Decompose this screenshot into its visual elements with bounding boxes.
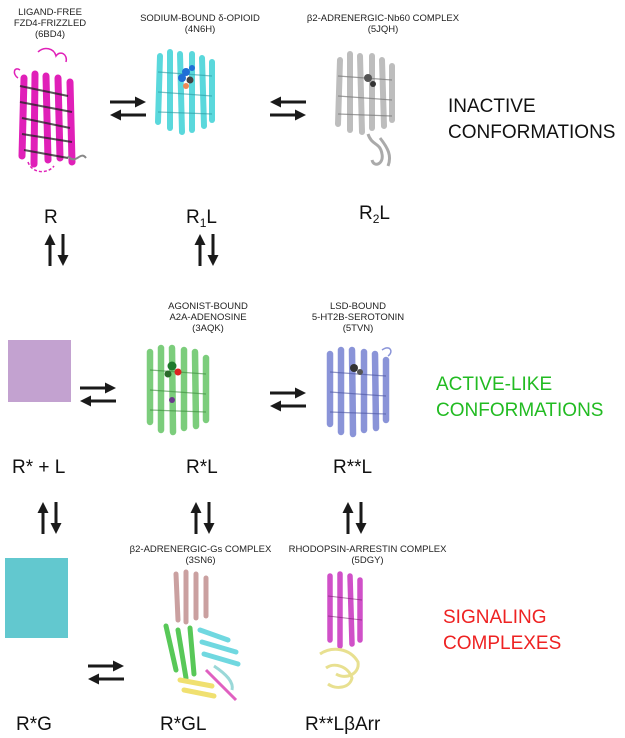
unbound-receptor-placeholder-purple <box>8 340 71 402</box>
nb60-structure-image <box>335 51 395 167</box>
opioid-caption-line1: SODIUM-BOUND δ-OPIOID <box>140 13 260 24</box>
gs-caption-line2: (3SN6) <box>185 555 216 566</box>
opioid-structure-image <box>155 49 215 135</box>
state-rstar-plus-l: R* + L <box>12 457 66 478</box>
receptor-g-placeholder-teal <box>5 558 68 638</box>
ht2b-caption-line3: (5TVN) <box>342 323 374 334</box>
state-r2l-end: L <box>379 203 390 224</box>
equilibrium-arrows-r-vertical <box>43 232 70 268</box>
nb60-caption-line2: (5JQH) <box>367 24 399 35</box>
state-r2l-sub: 2 <box>372 212 380 226</box>
fzd4-caption: LIGAND-FREE FZD4-FRIZZLED (6BD4) <box>2 7 98 40</box>
a2a-caption-line3: (3AQK) <box>192 323 224 334</box>
group-signaling-line1: SIGNALING <box>443 607 547 628</box>
equilibrium-arrows-rstarstar-l-vertical <box>341 500 368 536</box>
gs-structure-image <box>163 569 241 702</box>
group-active-line2: CONFORMATIONS <box>436 400 604 421</box>
group-active-label: ACTIVE-LIKE CONFORMATIONS <box>436 372 603 424</box>
ht2b-caption-line1: LSD-BOUND <box>330 301 386 312</box>
gs-caption-line1: β2-ADRENERGIC-Gs COMPLEX <box>129 544 272 555</box>
fzd4-caption-line3: (6BD4) <box>34 29 66 40</box>
equilibrium-arrows-g-gl <box>86 659 126 686</box>
opioid-caption: SODIUM-BOUND δ-OPIOID (4N6H) <box>130 13 270 35</box>
fzd4-structure-image <box>13 47 87 173</box>
equilibrium-arrows-r1l-vertical <box>193 232 220 268</box>
group-active-line1: ACTIVE-LIKE <box>436 374 553 395</box>
state-rstar-gl: R*GL <box>160 714 207 735</box>
state-r1l: R1L <box>186 207 217 230</box>
a2a-structure-image <box>146 344 210 436</box>
equilibrium-arrows-rstar-l-plus-vertical <box>36 500 63 536</box>
state-rstarstar-lbarr: R**LβArr <box>305 714 381 735</box>
arrestin-caption: RHODOPSIN-ARRESTIN COMPLEX (5DGY) <box>280 544 455 566</box>
nb60-caption-line1: β2-ADRENERGIC-Nb60 COMPLEX <box>306 13 460 24</box>
equilibrium-arrows-opioid-nb60 <box>268 95 308 122</box>
state-rstarstar-l: R**L <box>333 457 373 478</box>
ht2b-caption-line2: 5-HT2B-SEROTONIN <box>311 312 405 323</box>
group-signaling-label: SIGNALING COMPLEXES <box>443 605 561 657</box>
state-r2l: R2L <box>359 203 390 226</box>
state-r1l-main: R <box>186 207 200 228</box>
equilibrium-arrows-placeholder-a2a <box>78 381 118 408</box>
equilibrium-arrows-a2a-ht2b <box>268 386 308 413</box>
arrestin-caption-line1: RHODOPSIN-ARRESTIN COMPLEX <box>288 544 447 555</box>
fzd4-caption-line2: FZD4-FRIZZLED <box>13 18 87 29</box>
group-inactive-label: INACTIVE CONFORMATIONS <box>448 94 615 146</box>
group-inactive-line2: CONFORMATIONS <box>448 122 616 143</box>
fzd4-caption-line1: LIGAND-FREE <box>18 7 82 18</box>
a2a-caption-line1: AGONIST-BOUND <box>168 301 248 312</box>
group-inactive-line1: INACTIVE <box>448 96 536 117</box>
arrestin-caption-line2: (5DGY) <box>351 555 384 566</box>
opioid-caption-line2: (4N6H) <box>184 24 216 35</box>
equilibrium-arrows-fzd4-opioid <box>108 95 148 122</box>
gs-caption: β2-ADRENERGIC-Gs COMPLEX (3SN6) <box>118 544 283 566</box>
a2a-caption: AGONIST-BOUND A2A-ADENOSINE (3AQK) <box>148 301 268 334</box>
state-rstar-l: R*L <box>186 457 218 478</box>
ht2b-structure-image <box>326 346 392 438</box>
nb60-caption: β2-ADRENERGIC-Nb60 COMPLEX (5JQH) <box>298 13 468 35</box>
a2a-caption-line2: A2A-ADENOSINE <box>169 312 247 323</box>
state-r: R <box>44 207 58 228</box>
arrestin-structure-image <box>319 571 363 689</box>
state-r2l-main: R <box>359 203 373 224</box>
ht2b-caption: LSD-BOUND 5-HT2B-SEROTONIN (5TVN) <box>298 301 418 334</box>
equilibrium-arrows-rstar-l-vertical <box>189 500 216 536</box>
state-rstar-g: R*G <box>16 714 52 735</box>
group-signaling-line2: COMPLEXES <box>443 633 562 654</box>
state-r1l-sub: 1 <box>199 216 207 230</box>
state-r1l-end: L <box>206 207 217 228</box>
